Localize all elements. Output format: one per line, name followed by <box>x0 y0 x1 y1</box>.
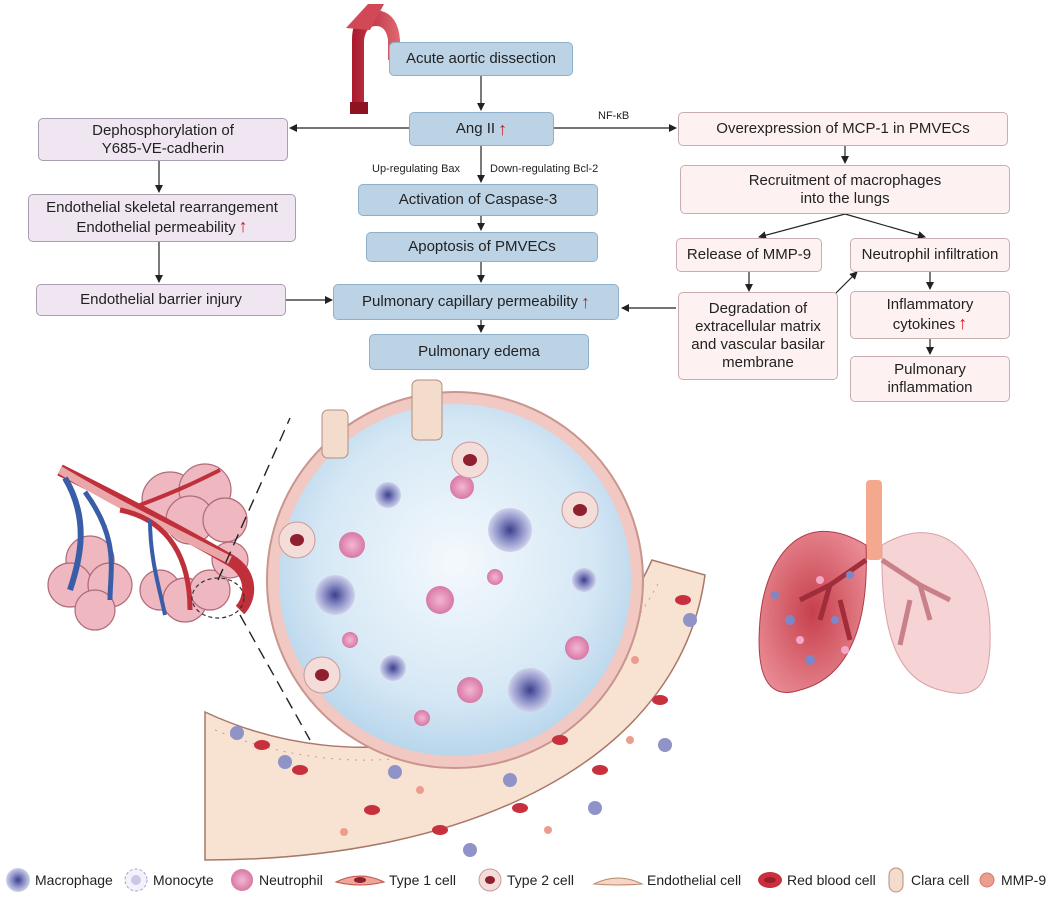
box-label-line2: extracellular matrix <box>695 318 821 335</box>
legend-item-type1-cell: Type 1 cell <box>334 862 456 898</box>
legend-item-clara-cell: Clara cell <box>884 862 969 898</box>
neutrophil-cell <box>426 586 454 614</box>
neutrophil-cell <box>342 632 358 648</box>
mmp9-icon <box>979 872 995 888</box>
neutrophil-cell <box>414 710 430 726</box>
neutrophil-cell <box>565 636 589 660</box>
box-endothelial-barrier-injury: Endothelial barrier injury <box>36 284 286 316</box>
neutrophil-cell <box>487 569 503 585</box>
type2-cell <box>303 656 341 694</box>
box-label: Acute aortic dissection <box>405 50 557 67</box>
box-matrix-degradation: Degradation of extracellular matrix and … <box>678 292 838 380</box>
legend: Macrophage Monocyte Neutrophil Type 1 ce… <box>0 862 1052 898</box>
box-label: Overexpression of MCP-1 in PMVECs <box>716 120 970 137</box>
clara-cell-icon <box>888 867 904 893</box>
box-label: Activation of Caspase-3 <box>398 191 558 208</box>
box-label: Neutrophil infiltration <box>861 246 999 263</box>
alveoli-cluster-icon <box>47 463 255 631</box>
box-mcp1-overexpression: Overexpression of MCP-1 in PMVECs <box>678 112 1008 146</box>
box-label: Endothelial barrier injury <box>80 291 242 308</box>
label-down-regulating-bcl2: Down-regulating Bcl-2 <box>490 163 599 175</box>
lungs-icon <box>758 480 991 694</box>
box-label-line2: Endothelial permeability↑ <box>76 216 248 236</box>
box-pulmonary-inflammation: Pulmonary inflammation <box>850 356 1010 402</box>
legend-item-macrophage: Macrophage <box>4 862 113 898</box>
box-label-line1: Endothelial skeletal rearrangement <box>46 199 278 216</box>
legend-item-endothelial-cell: Endothelial cell <box>592 862 741 898</box>
box-label-line1: Degradation of <box>708 300 808 317</box>
box-apoptosis: Apoptosis of PMVECs <box>366 232 598 262</box>
legend-item-type2-cell: Type 2 cell <box>476 862 574 898</box>
alveolus <box>266 379 644 769</box>
red-blood-cells <box>254 595 691 835</box>
legend-item-red-blood-cell: Red blood cell <box>756 862 876 898</box>
box-label-line2: cytokines↑ <box>892 313 968 333</box>
box-dephosphorylation: Dephosphorylation of Y685-VE-cadherin <box>38 118 288 161</box>
macrophage-cell <box>488 508 532 552</box>
box-label-line2: Y685-VE-cadherin <box>101 139 225 157</box>
box-macrophage-recruitment: Recruitment of macrophages into the lung… <box>680 165 1010 214</box>
macrophage-cell <box>572 568 596 592</box>
box-label-line2: into the lungs <box>800 189 890 207</box>
box-neutrophil-infiltration: Neutrophil infiltration <box>850 238 1010 272</box>
neutrophil-cell <box>457 677 483 703</box>
increase-arrow-icon: ↑ <box>238 216 248 236</box>
box-label-line1: Inflammatory <box>886 296 974 313</box>
neutrophil-cell <box>339 532 365 558</box>
box-inflammatory-cytokines: Inflammatory cytokines↑ <box>850 291 1010 339</box>
box-mmp9-release: Release of MMP-9 <box>676 238 822 272</box>
legend-item-mmp9: MMP-9 <box>976 862 1046 898</box>
macrophage-cell <box>380 655 406 681</box>
legend-item-monocyte: Monocyte <box>122 862 214 898</box>
monocyte-icon <box>124 868 148 892</box>
macrophage-cell <box>375 482 401 508</box>
box-endothelial-rearrangement: Endothelial skeletal rearrangement Endot… <box>28 194 296 242</box>
neutrophil-icon <box>231 869 253 891</box>
type2-cell-icon <box>478 868 502 892</box>
box-label-line1: Pulmonary <box>894 361 966 378</box>
box-pulmonary-edema: Pulmonary edema <box>369 334 589 370</box>
box-label-line1: Recruitment of macrophages <box>748 171 942 189</box>
box-label: Apoptosis of PMVECs <box>408 238 556 255</box>
box-label-line1: Dephosphorylation of <box>92 121 234 139</box>
box-label: Release of MMP-9 <box>686 246 812 263</box>
box-label-line2: inflammation <box>887 379 973 396</box>
aorta-icon <box>346 4 400 114</box>
box-caspase-3: Activation of Caspase-3 <box>358 184 598 216</box>
legend-item-neutrophil: Neutrophil <box>228 862 323 898</box>
red-blood-cell-icon <box>758 872 782 888</box>
box-ang-ii: Ang II↑ <box>409 112 554 146</box>
macrophage-icon <box>6 868 30 892</box>
type2-cell <box>278 521 316 559</box>
type1-cell-icon <box>334 875 386 886</box>
type2-cell <box>561 491 599 529</box>
box-label-line4: membrane <box>722 354 794 371</box>
label-nf-kb: NF-κB <box>598 110 630 122</box>
type2-cell <box>451 441 489 479</box>
macrophage-cell <box>315 575 355 615</box>
box-capillary-permeability: Pulmonary capillary permeability↑ <box>333 284 619 320</box>
increase-arrow-icon: ↑ <box>958 313 968 333</box>
box-acute-aortic-dissection: Acute aortic dissection <box>389 42 573 76</box>
capillary-macrophages <box>230 613 697 857</box>
increase-arrow-icon: ↑ <box>498 119 508 139</box>
macrophage-cell <box>508 668 552 712</box>
box-label: Pulmonary edema <box>418 343 540 360</box>
box-label: Pulmonary capillary permeability <box>362 293 578 310</box>
label-up-regulating-bax: Up-regulating Bax <box>372 163 461 175</box>
box-label: Ang II <box>455 120 496 137</box>
neutrophil-cell <box>450 475 474 499</box>
mmp9-particles <box>340 656 639 836</box>
endothelial-cell-icon <box>592 877 644 886</box>
increase-arrow-icon: ↑ <box>580 292 590 312</box>
box-label-line3: and vascular basilar <box>691 336 825 353</box>
